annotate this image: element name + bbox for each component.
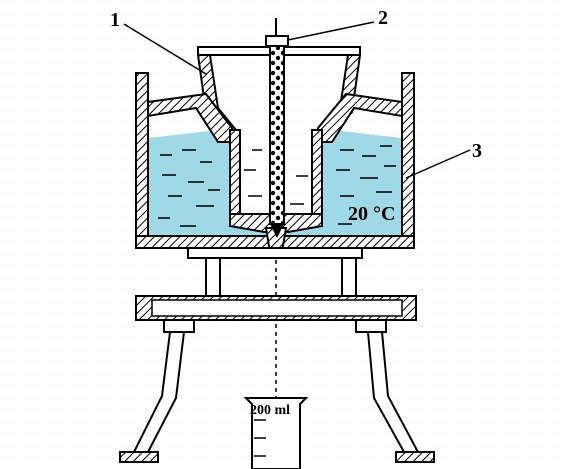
cup-arm-right [317,92,403,143]
water-ripples [158,145,396,227]
bath-water [148,130,402,236]
leader-lines [123,21,471,179]
inner-cylinder-left-wall [229,129,241,227]
bath-wall-left [135,72,149,249]
water-bath [135,72,415,249]
label-part-3: 3 [472,140,482,162]
stirrer-shaft [269,45,285,225]
bath-wall-right [401,72,415,249]
inner-cylinder-right-wall [311,129,323,227]
label-part-2: 2 [378,7,388,29]
stirrer-rod [265,18,289,238]
cylinder-volume-label: 200 ml [250,403,290,418]
temperature-label: 20 °C [348,203,395,225]
stand [119,247,435,463]
measuring-cylinder [243,397,309,469]
cup-arm-left [147,92,233,143]
label-part-1: 1 [110,9,120,31]
